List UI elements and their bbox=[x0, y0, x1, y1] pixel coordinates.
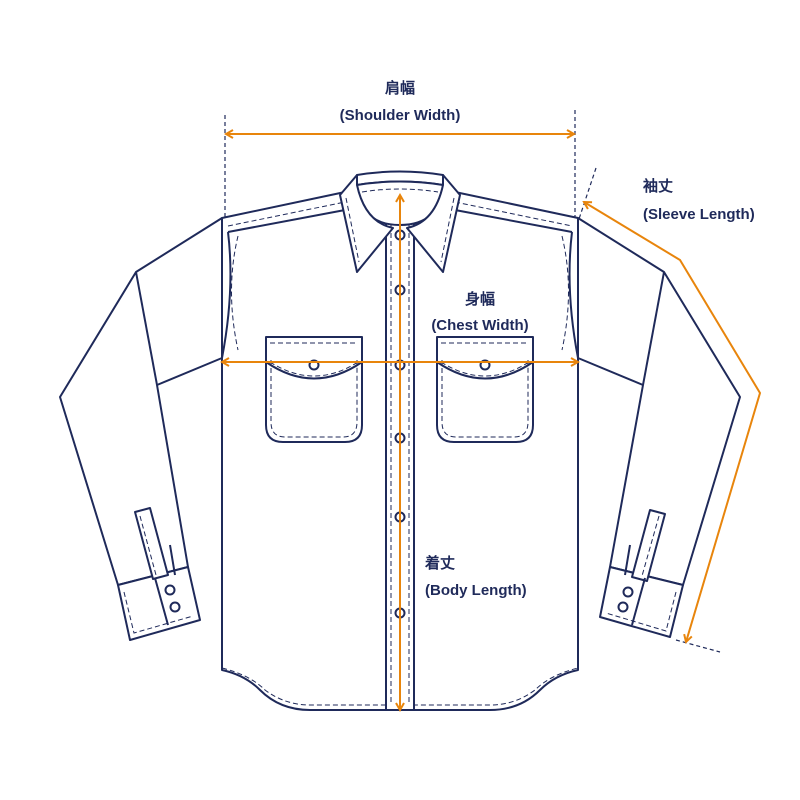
right-pocket bbox=[436, 336, 534, 443]
sleeve-length-arrow bbox=[584, 202, 762, 642]
left-sleeve bbox=[59, 217, 223, 641]
body-length-label-jp: 着丈 bbox=[424, 554, 455, 572]
right-sleeve bbox=[577, 217, 741, 638]
shoulder-width-label-jp: 肩幅 bbox=[385, 79, 415, 97]
shoulder-width-label: (Shoulder Width) bbox=[340, 107, 461, 124]
sleeve-length-label: (Sleeve Length) bbox=[643, 206, 755, 223]
chest-width-label: (Chest Width) bbox=[431, 317, 528, 334]
body-length-label: (Body Length) bbox=[425, 582, 527, 599]
chest-width-label-jp: 身幅 bbox=[465, 290, 495, 308]
left-pocket bbox=[265, 336, 363, 443]
sleeve-length-label-jp: 袖丈 bbox=[643, 177, 673, 195]
